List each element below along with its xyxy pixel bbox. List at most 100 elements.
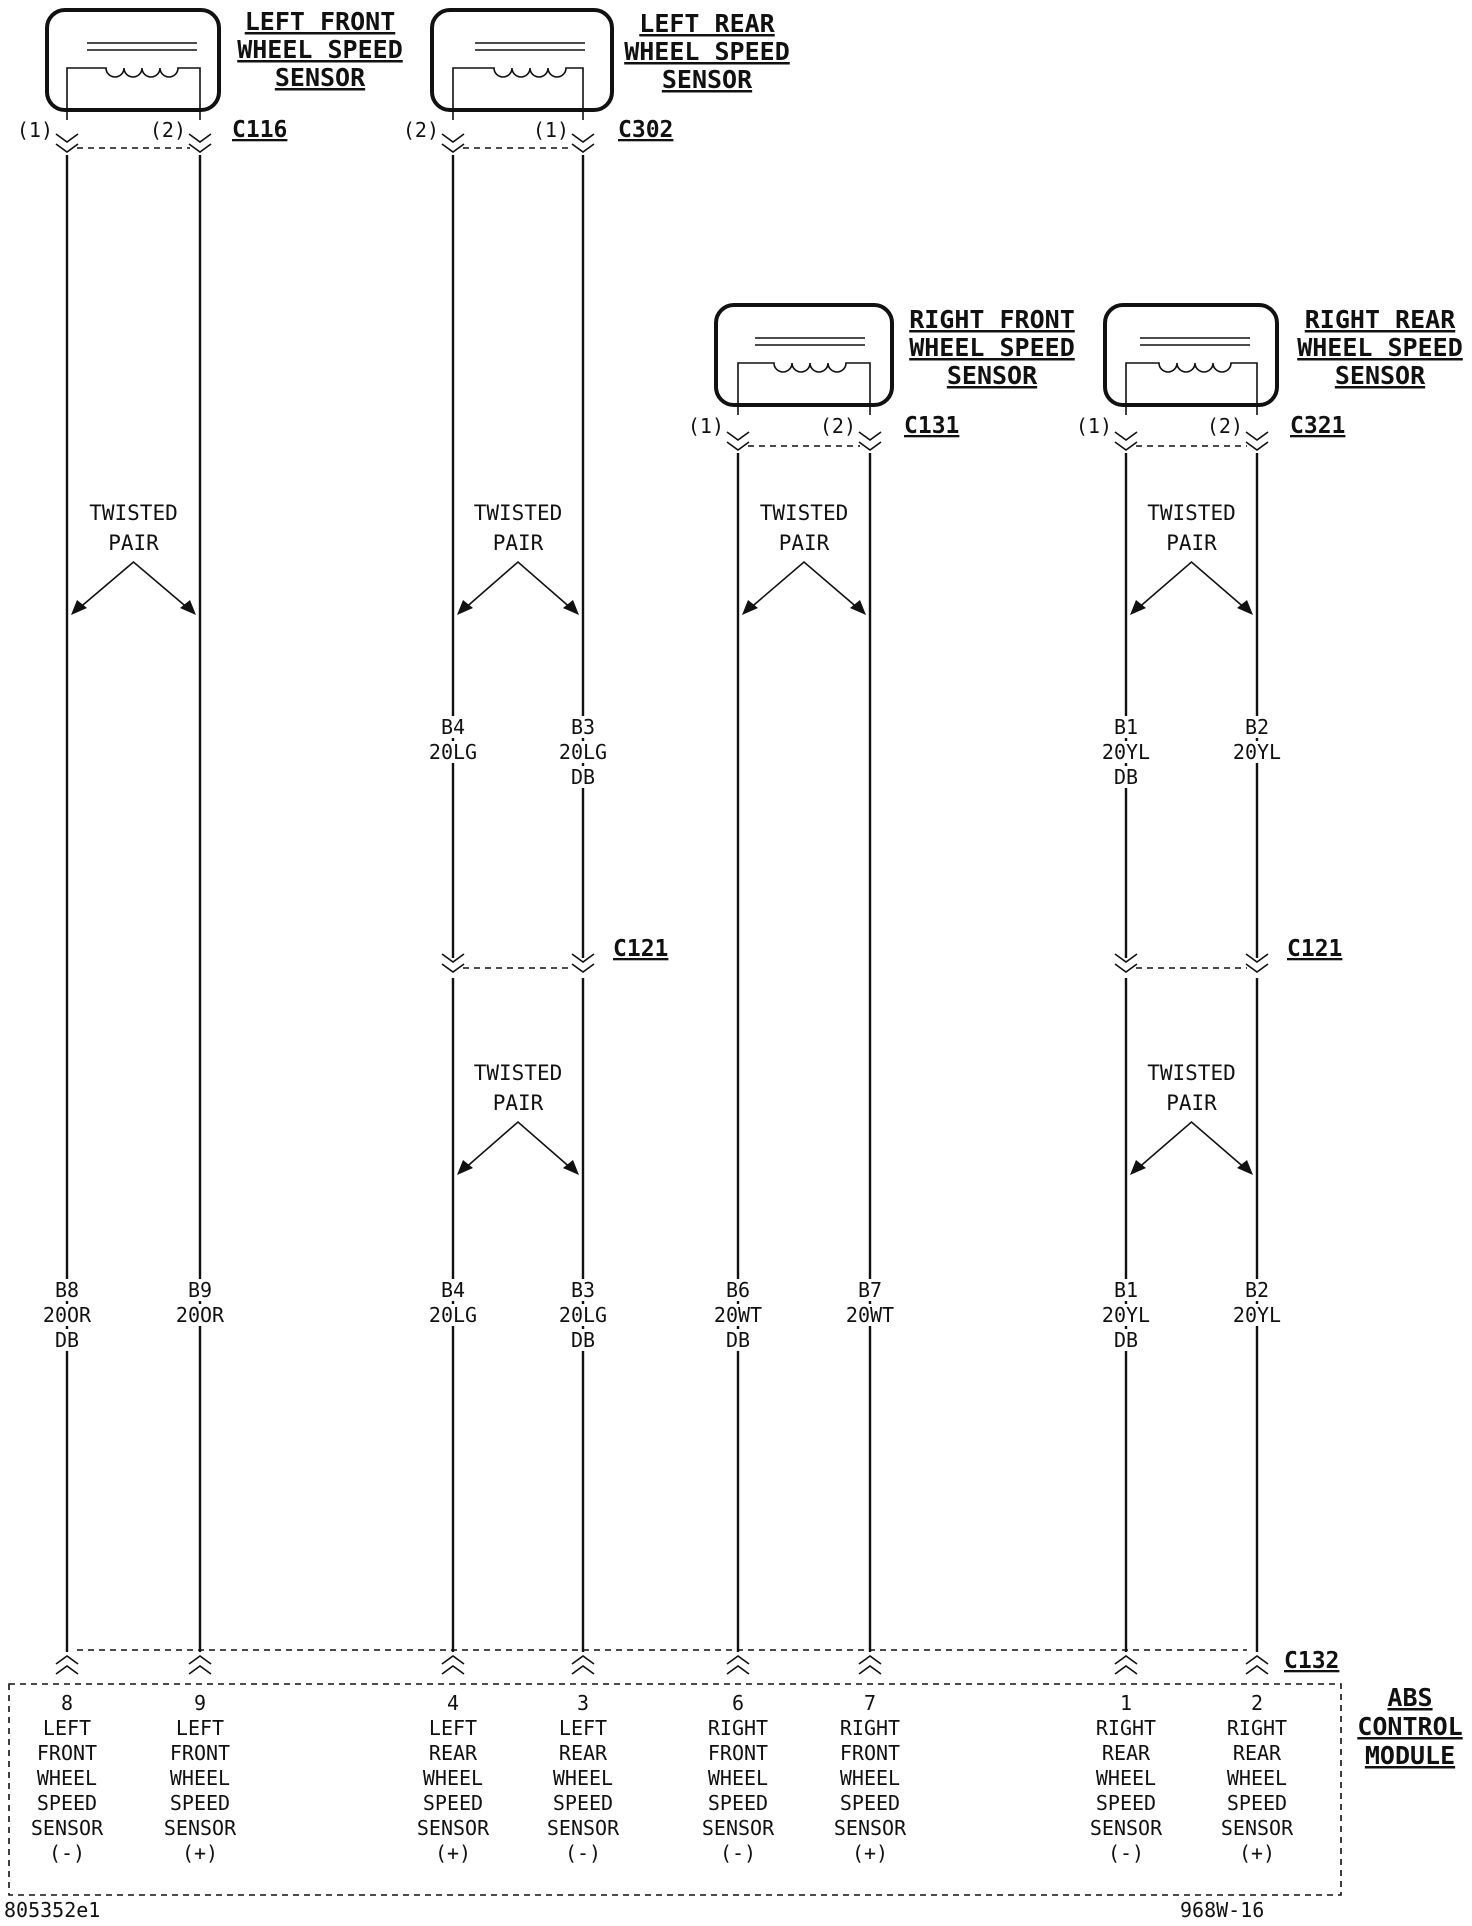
arrowhead-icon xyxy=(563,600,579,615)
connector-label: C321 xyxy=(1290,413,1345,439)
connector-pin-mark xyxy=(1245,953,1269,973)
sensor-housing xyxy=(714,303,894,407)
module-pin-desc: RIGHT xyxy=(1227,1716,1287,1740)
module-pin-mark xyxy=(571,1655,595,1675)
connector-pin-mark xyxy=(188,133,212,153)
chevron-mark xyxy=(571,1655,595,1665)
wire-code: 20YL xyxy=(1233,740,1281,764)
chevron-mark xyxy=(571,143,595,153)
connector-pin-mark xyxy=(441,133,465,153)
module-pin-desc: (+) xyxy=(435,1841,471,1865)
label-backdrop xyxy=(710,1304,766,1326)
chevron-mark xyxy=(441,1655,465,1665)
module-pin-desc: LEFT xyxy=(559,1716,607,1740)
abs-control-module: C132ABSCONTROLMODULE8LEFTFRONTWHEELSPEED… xyxy=(8,1648,1463,1896)
module-pin-mark xyxy=(858,1655,882,1675)
module-pin-number: 4 xyxy=(447,1691,459,1715)
module-pin-desc: (+) xyxy=(182,1841,218,1865)
chevron-mark xyxy=(858,441,882,451)
module-pin-desc: WHEEL xyxy=(708,1766,768,1790)
module-pin-desc: SENSOR xyxy=(164,1816,237,1840)
chevron-mark xyxy=(1245,953,1269,963)
twisted-pair-label: TWISTED xyxy=(89,501,178,525)
module-pin-desc: WHEEL xyxy=(170,1766,230,1790)
module-pin-desc: SENSOR xyxy=(702,1816,775,1840)
wire-code: B2 xyxy=(1245,715,1269,739)
label-backdrop xyxy=(425,1279,481,1301)
module-pin-desc: SPEED xyxy=(1096,1791,1156,1815)
module-pin-desc: RIGHT xyxy=(840,1716,900,1740)
connector-label-c121-right: C121 xyxy=(1287,936,1342,962)
connector-pin-mark xyxy=(858,431,882,451)
wire-code: 20YL xyxy=(1102,740,1150,764)
wire-code: B7 xyxy=(858,1278,882,1302)
label-backdrop xyxy=(1098,1329,1154,1351)
sensor-housing xyxy=(1103,303,1279,407)
wire-code: 20WT xyxy=(714,1303,762,1327)
chevron-mark xyxy=(726,1655,750,1665)
twisted-pair-label: PAIR xyxy=(1166,531,1217,555)
module-title-line: MODULE xyxy=(1365,1741,1455,1770)
sensor-housing xyxy=(430,8,614,112)
wire-code: DB xyxy=(1114,765,1138,789)
wire-code: DB xyxy=(1114,1328,1138,1352)
module-pin-mark xyxy=(188,1655,212,1675)
arrowhead-icon xyxy=(71,600,87,615)
connectors-layer xyxy=(55,133,1269,1675)
arrowhead-icon xyxy=(1130,600,1146,615)
sensor-title-line: SENSOR xyxy=(947,361,1038,390)
module-pin-desc: SPEED xyxy=(423,1791,483,1815)
label-backdrop xyxy=(39,1304,95,1326)
chevron-mark xyxy=(571,953,595,963)
label-backdrop xyxy=(555,1304,611,1326)
chevron-mark xyxy=(858,1655,882,1665)
sensor-title-line: WHEEL SPEED xyxy=(237,35,403,64)
pin-label-left: (1) xyxy=(1076,414,1112,438)
connector-pin-mark xyxy=(441,953,465,973)
module-pin-desc: (-) xyxy=(720,1841,756,1865)
twisted-pair-label: TWISTED xyxy=(760,501,849,525)
pin-label-right: (2) xyxy=(1207,414,1243,438)
chevron-mark xyxy=(55,133,79,143)
arrowhead-icon xyxy=(180,600,196,615)
label-backdrop xyxy=(172,1279,228,1301)
module-pin-desc: WHEEL xyxy=(1096,1766,1156,1790)
label-backdrop xyxy=(1098,716,1154,738)
coil-icon xyxy=(66,67,201,120)
sensor-title-line: SENSOR xyxy=(275,63,366,92)
label-backdrop xyxy=(842,1304,898,1326)
module-outline xyxy=(8,1683,1342,1896)
module-pin-desc: LEFT xyxy=(176,1716,224,1740)
module-pin-desc: SPEED xyxy=(553,1791,613,1815)
module-pin-desc: FRONT xyxy=(840,1741,900,1765)
chevron-mark xyxy=(858,431,882,441)
module-pin-desc: RIGHT xyxy=(1096,1716,1156,1740)
twisted-pair-arrow xyxy=(1135,1120,1248,1171)
label-backdrop xyxy=(425,716,481,738)
wire-code: 20LG xyxy=(429,740,477,764)
twisted-pair-label: PAIR xyxy=(108,531,159,555)
connector-pin-mark xyxy=(1114,431,1138,451)
wire-code: B4 xyxy=(441,1278,465,1302)
wire-code: B4 xyxy=(441,715,465,739)
twisted-pair-label: TWISTED xyxy=(474,1061,563,1085)
wire-code: 20OR xyxy=(43,1303,92,1327)
module-pin-desc: WHEEL xyxy=(423,1766,483,1790)
module-pin-desc: LEFT xyxy=(429,1716,477,1740)
module-pin-desc: SENSOR xyxy=(31,1816,104,1840)
module-pin-desc: REAR xyxy=(559,1741,608,1765)
